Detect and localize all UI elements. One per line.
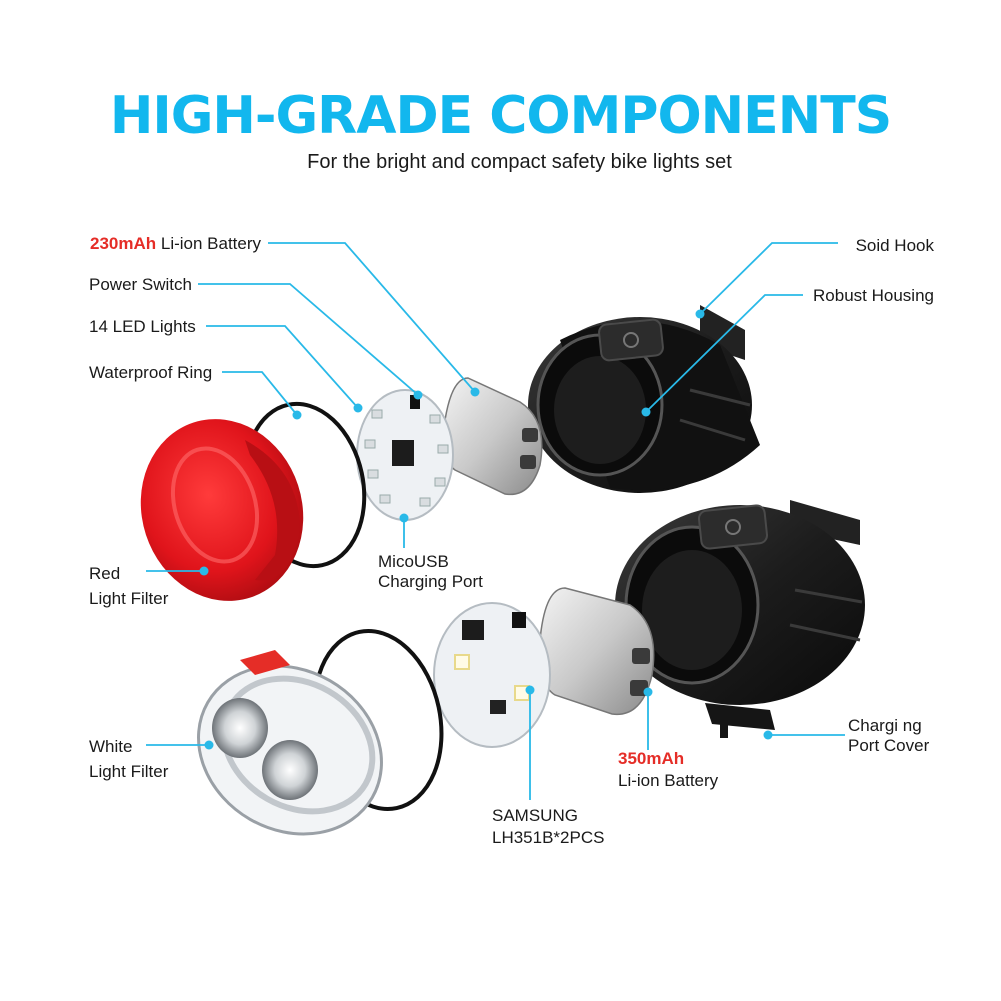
leader-dots bbox=[199, 309, 773, 750]
label-charging-cover-line2: Port Cover bbox=[848, 736, 930, 755]
label-solid-hook: Soid Hook bbox=[855, 236, 934, 255]
label-white-filter-line2: Light Filter bbox=[89, 762, 169, 781]
label-waterproof-ring: Waterproof Ring bbox=[89, 363, 213, 382]
label-white-filter-line1: White bbox=[89, 737, 133, 756]
label-battery-350mah-type: Li-ion Battery bbox=[618, 771, 719, 790]
battery-230mah bbox=[443, 377, 543, 496]
label-robust-housing: Robust Housing bbox=[813, 286, 934, 305]
label-power-switch: Power Switch bbox=[89, 275, 192, 294]
label-battery-230mah: 230mAh Li-ion Battery bbox=[90, 234, 262, 253]
white-light-filter bbox=[197, 650, 383, 836]
label-samsung-line1: SAMSUNG bbox=[492, 806, 578, 825]
leader-lines bbox=[146, 242, 845, 800]
label-micro-usb-line1: MicoUSB bbox=[378, 552, 449, 571]
led-circuit-board bbox=[356, 389, 454, 521]
label-red-filter-line2: Light Filter bbox=[89, 589, 169, 608]
label-led-lights: 14 LED Lights bbox=[89, 317, 196, 336]
charging-port-cover bbox=[705, 703, 775, 730]
page-title: HIGH-GRADE COMPONENTS bbox=[109, 86, 892, 146]
label-micro-usb-line2: Charging Port bbox=[378, 572, 483, 591]
label-samsung-line2: LH351B*2PCS bbox=[492, 828, 605, 847]
page-subtitle: For the bright and compact safety bike l… bbox=[307, 151, 732, 173]
label-battery-350mah-capacity: 350mAh bbox=[618, 749, 685, 768]
label-red-filter-line1: Red bbox=[89, 564, 121, 583]
label-charging-cover-line1: Chargi ng bbox=[848, 716, 922, 735]
red-light-filter bbox=[140, 419, 304, 601]
battery-350mah bbox=[539, 587, 655, 716]
samsung-led-board bbox=[433, 602, 551, 748]
robust-housing-bottom bbox=[615, 500, 865, 738]
robust-housing-top bbox=[528, 305, 760, 493]
